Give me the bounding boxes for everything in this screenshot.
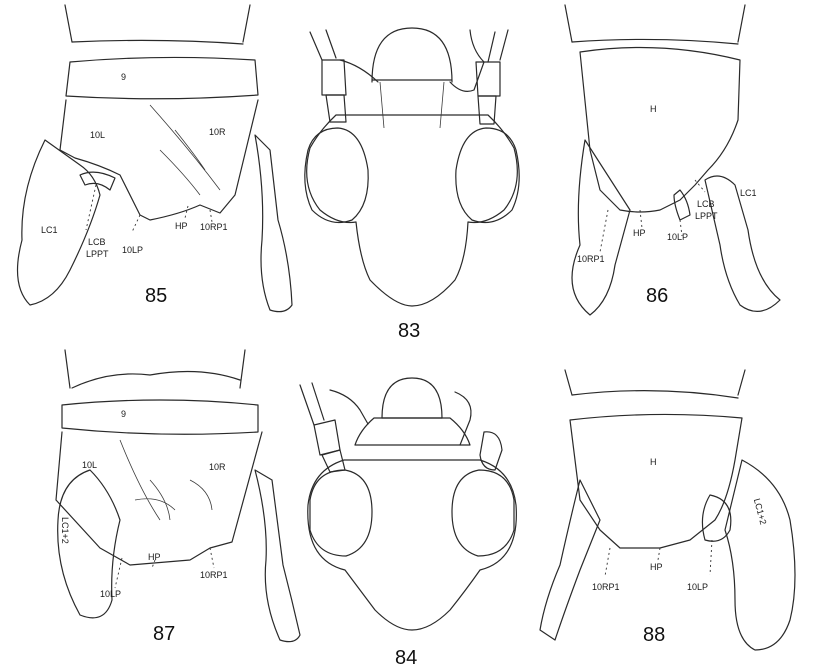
figure-86-label-lppt: LPPT (695, 211, 718, 221)
figure-87-label-10l: 10L (82, 460, 97, 470)
figure-85-number: 85 (145, 285, 167, 307)
figure-86-drawing (565, 5, 780, 315)
figure-87-label-9: 9 (121, 409, 126, 419)
figure-86-label-lc1: LC1 (740, 188, 757, 198)
figure-88-number: 88 (643, 624, 665, 646)
figure-87-drawing (56, 350, 300, 642)
figure-86-label-hp: HP (633, 228, 646, 238)
figure-87-number: 87 (153, 623, 175, 645)
figure-88-label-10lp: 10LP (687, 582, 708, 592)
figure-85-label-10lp: 10LP (122, 245, 143, 255)
figure-85-label-lcb: LCB (88, 237, 106, 247)
figure-84-number: 84 (395, 647, 417, 668)
figure-86-label-h: H (650, 104, 657, 114)
figure-87-label-10lp: 10LP (100, 589, 121, 599)
figure-88-label-lc12: LC1+2 (752, 497, 769, 525)
figure-88-label-10rp1: 10RP1 (592, 582, 620, 592)
figure-85-label-hp: HP (175, 221, 188, 231)
figure-87-label-10rp1: 10RP1 (200, 570, 228, 580)
figure-85-label-9: 9 (121, 72, 126, 82)
figure-86-label-lcb: LCB (697, 199, 715, 209)
figure-83-number: 83 (398, 320, 420, 342)
figure-86-number: 86 (646, 285, 668, 307)
figure-85-label-10rp1: 10RP1 (200, 222, 228, 232)
figure-87-label-10r: 10R (209, 462, 226, 472)
figure-83-drawing (305, 28, 519, 306)
figure-84-drawing (300, 378, 516, 630)
figure-87-label-lc12: LC1+2 (60, 517, 70, 544)
figure-86-label-10rp1: 10RP1 (577, 254, 605, 264)
figure-85-drawing (18, 5, 293, 312)
figure-86-label-10lp: 10LP (667, 232, 688, 242)
figure-87-label-hp: HP (148, 552, 161, 562)
figure-88-label-h: H (650, 457, 657, 467)
figure-85-label-10l: 10L (90, 130, 105, 140)
figure-85-label-10r: 10R (209, 127, 226, 137)
figure-85-label-lc1: LC1 (41, 225, 58, 235)
figure-88-label-hp: HP (650, 562, 663, 572)
figure-85-label-lppt: LPPT (86, 249, 109, 259)
